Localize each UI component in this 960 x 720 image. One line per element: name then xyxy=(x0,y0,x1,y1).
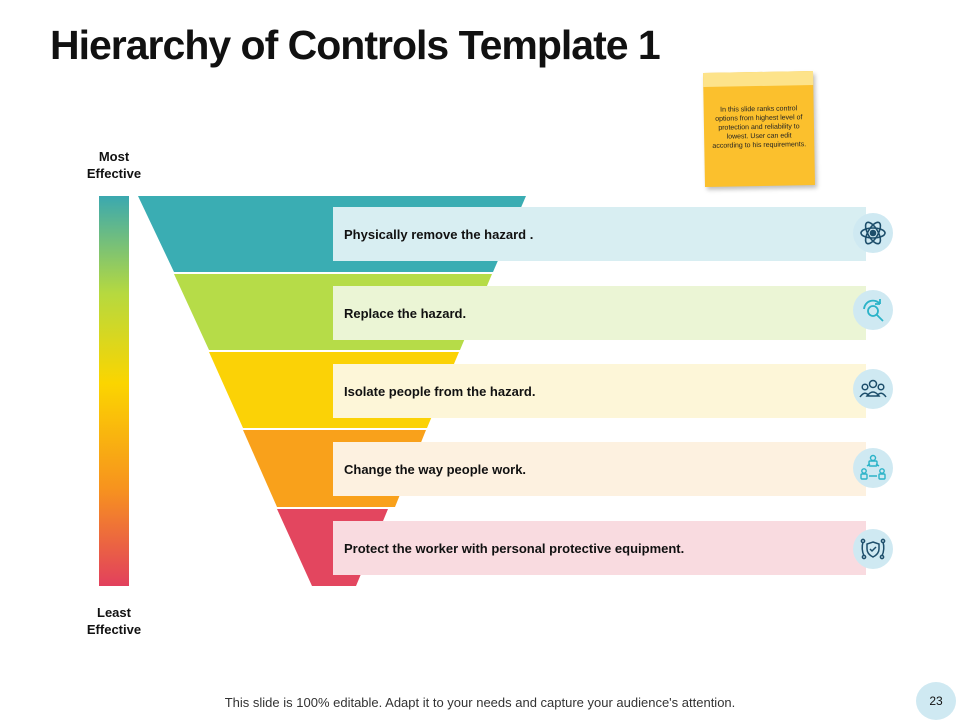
replace-cycle-icon xyxy=(853,290,893,330)
level-text-3: Isolate people from the hazard. xyxy=(344,383,536,399)
least-effective-label: Least Effective xyxy=(74,604,154,638)
level-text-1: Physically remove the hazard . xyxy=(344,226,534,242)
atom-icon xyxy=(853,213,893,253)
slide-title: Hierarchy of Controls Template 1 xyxy=(50,22,661,68)
most-effective-label: Most Effective xyxy=(74,148,154,182)
level-band-5: Protect the worker with personal protect… xyxy=(333,521,866,575)
page-number: 23 xyxy=(916,682,956,720)
people-group-icon xyxy=(853,369,893,409)
footer-text: This slide is 100% editable. Adapt it to… xyxy=(224,695,736,710)
effectiveness-gradient-bar xyxy=(99,196,129,586)
effective-bottom-label: Effective xyxy=(86,622,142,637)
most-label: Most xyxy=(98,149,130,164)
workflow-people-icon xyxy=(853,448,893,488)
level-text-5: Protect the worker with personal protect… xyxy=(344,540,685,556)
least-label: Least xyxy=(97,605,131,620)
shield-protection-icon xyxy=(853,529,893,569)
level-band-2: Replace the hazard. xyxy=(333,286,866,340)
level-text-2: Replace the hazard. xyxy=(344,305,467,321)
effective-top-label: Effective xyxy=(86,166,142,181)
level-band-3: Isolate people from the hazard. xyxy=(333,364,866,418)
level-band-4: Change the way people work. xyxy=(333,442,866,496)
level-text-4: Change the way people work. xyxy=(344,461,527,477)
level-band-1: Physically remove the hazard . xyxy=(333,207,866,261)
